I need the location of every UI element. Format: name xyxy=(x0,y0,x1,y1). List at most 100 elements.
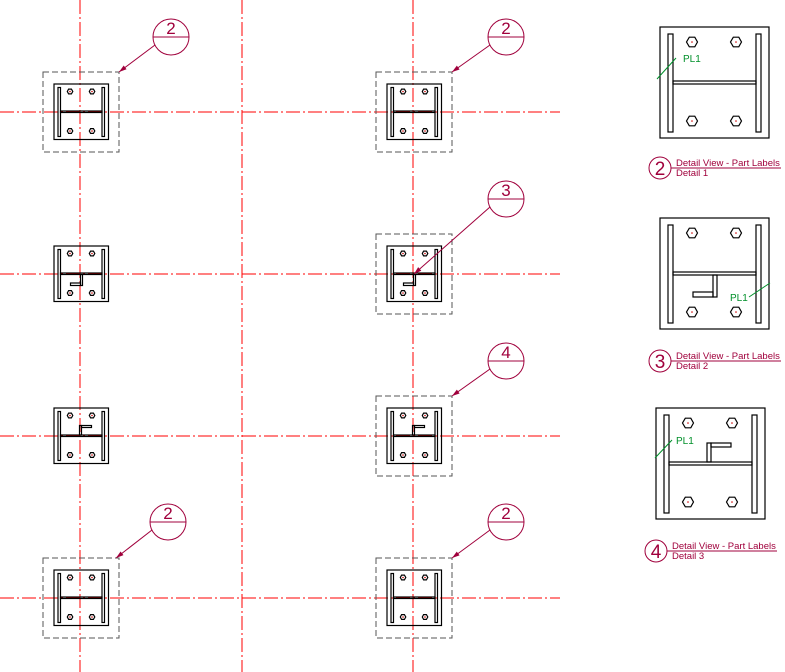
bolt-center xyxy=(424,252,426,255)
bolt-icon xyxy=(685,227,699,239)
detail-boundary xyxy=(42,71,120,153)
right-flange xyxy=(751,414,758,514)
bolt-icon xyxy=(66,290,74,296)
arrow-head-icon xyxy=(116,551,124,558)
web xyxy=(392,596,436,600)
stiffener-vertical xyxy=(78,424,83,436)
bolt-icon xyxy=(399,88,407,95)
bolt-center xyxy=(402,252,404,255)
bolt-center xyxy=(91,90,93,93)
base-plate xyxy=(386,83,443,141)
base-plate xyxy=(53,407,110,465)
right-flange xyxy=(755,33,762,133)
bolt-icon xyxy=(399,290,407,296)
bolt-icon xyxy=(66,613,74,621)
detail-boundary xyxy=(375,557,453,639)
arrow-head-icon xyxy=(414,267,422,274)
base-plate xyxy=(53,245,110,303)
bolt-icon xyxy=(421,290,429,296)
bolt-center xyxy=(687,422,689,424)
part-label: PL1 xyxy=(730,293,748,304)
bolt-icon xyxy=(399,250,407,257)
plate-assembly xyxy=(375,71,453,153)
bolt-center xyxy=(91,616,93,618)
web xyxy=(59,110,103,114)
base-plate xyxy=(386,245,443,303)
plate-assembly xyxy=(42,557,120,639)
bolt-icon xyxy=(66,250,74,257)
base-plate xyxy=(655,407,766,520)
bolt-center xyxy=(691,120,693,122)
base-plate xyxy=(53,569,110,627)
detail-subtitle: Detail 2 xyxy=(676,361,708,372)
arrow-head-icon xyxy=(452,65,460,72)
bolt-center xyxy=(69,90,71,93)
detail-number: 3 xyxy=(655,352,666,373)
part-label: PL1 xyxy=(676,436,694,447)
arrow-head-icon xyxy=(452,551,460,558)
bolt-center xyxy=(69,576,71,579)
bolt-center xyxy=(691,232,693,234)
bolt-center xyxy=(91,130,93,132)
detail-boundary xyxy=(375,395,453,477)
detail-callout: 2 xyxy=(451,18,525,73)
bolt-center xyxy=(69,616,71,618)
bolt-center xyxy=(91,414,93,417)
bolt-icon xyxy=(421,452,429,458)
bolt-icon xyxy=(88,88,96,95)
part-label-leader xyxy=(748,282,771,298)
bolt-icon xyxy=(421,412,429,419)
bolt-center xyxy=(91,292,93,294)
bolt-icon xyxy=(685,36,699,48)
centerlines xyxy=(0,0,560,672)
bolt-icon xyxy=(88,250,96,257)
bolt-center xyxy=(402,90,404,93)
part-label-leader xyxy=(656,57,677,80)
leader-line xyxy=(451,44,491,73)
bolt-center xyxy=(691,41,693,43)
plan-plates xyxy=(42,71,453,639)
bolt-center xyxy=(731,422,733,424)
bolt-icon xyxy=(66,452,74,458)
bolt-center xyxy=(402,130,404,132)
bolt-center xyxy=(735,41,737,43)
base-plate xyxy=(659,217,770,330)
bolt-center xyxy=(69,252,71,255)
bolt-center xyxy=(424,414,426,417)
detail-boundary xyxy=(42,557,120,639)
bolt-icon xyxy=(88,412,96,419)
stiffener-horizontal xyxy=(692,291,714,298)
bolt-center xyxy=(402,454,404,456)
bolt-center xyxy=(424,90,426,93)
plate-assembly xyxy=(375,557,453,639)
bolt-icon xyxy=(399,574,407,581)
bolt-center xyxy=(424,616,426,618)
plate-assembly xyxy=(375,395,453,477)
bolt-icon xyxy=(421,613,429,621)
bolt-icon xyxy=(66,412,74,419)
bolt-icon xyxy=(399,452,407,458)
leader-line xyxy=(451,529,491,559)
bolt-center xyxy=(731,501,733,503)
bolt-icon xyxy=(725,496,739,508)
leader-line xyxy=(413,206,491,275)
base-plate xyxy=(386,569,443,627)
base-plate xyxy=(53,83,110,141)
bolt-icon xyxy=(421,88,429,95)
bolt-icon xyxy=(88,574,96,581)
bolt-icon xyxy=(685,306,699,318)
bolt-icon xyxy=(66,128,74,134)
stiffener-horizontal xyxy=(80,424,93,429)
stiffener-vertical xyxy=(412,273,417,287)
bolt-center xyxy=(69,414,71,417)
bolt-icon xyxy=(88,128,96,134)
detail-title: Detail View - Part Labels xyxy=(676,158,780,169)
detail-callout: 2 xyxy=(451,503,525,559)
bolt-center xyxy=(402,292,404,294)
detail-number: 2 xyxy=(655,159,666,180)
detail-boundary xyxy=(375,233,453,315)
bolt-icon xyxy=(685,115,699,127)
leader-line xyxy=(451,368,491,397)
bolt-center xyxy=(424,454,426,456)
